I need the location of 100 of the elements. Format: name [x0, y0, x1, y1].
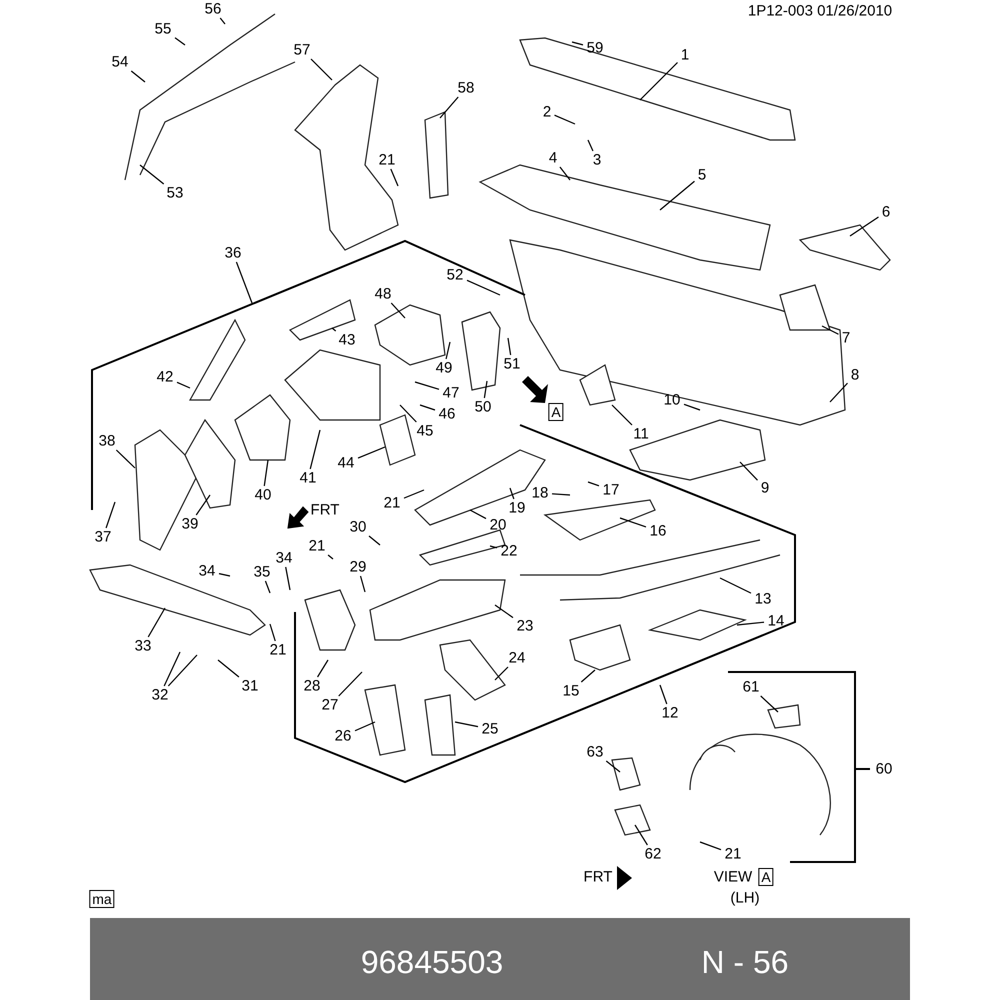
leader-line	[640, 62, 678, 100]
leader-line	[310, 430, 321, 470]
leader-line	[368, 536, 380, 546]
callout-number: 7	[842, 330, 850, 346]
callout-number: 51	[504, 356, 520, 372]
leader-line	[446, 342, 451, 360]
note-text: FRT	[310, 502, 340, 518]
callout-number: 24	[508, 650, 526, 666]
note-text: VIEW	[714, 870, 752, 884]
leader-line	[620, 517, 646, 528]
leader-line	[588, 481, 600, 486]
callout-number: 21	[378, 152, 396, 168]
callout-number: 47	[442, 386, 460, 400]
leader-line	[420, 404, 436, 411]
leader-line	[140, 164, 164, 184]
leader-line	[559, 166, 570, 180]
note-text: FRT	[584, 870, 612, 884]
leader-line	[484, 380, 488, 398]
leader-line	[176, 382, 190, 389]
leader-line	[736, 622, 764, 626]
leader-line	[606, 760, 620, 772]
note-text: (LH)	[730, 890, 760, 906]
leader-line	[440, 96, 459, 118]
callout-number: 63	[586, 744, 604, 760]
leader-line	[164, 652, 181, 686]
callout-number: 20	[490, 518, 506, 532]
note-text: 1P12-003 01/26/2010	[748, 4, 892, 18]
callout-number: 44	[338, 456, 354, 470]
leader-line	[218, 573, 230, 577]
leader-line	[454, 721, 478, 728]
leader-line	[760, 696, 778, 712]
leader-line	[659, 684, 668, 704]
callout-number: 2	[542, 104, 552, 120]
leader-line	[390, 302, 406, 318]
part-number-text: 96845503	[360, 946, 504, 978]
leader-line	[174, 37, 186, 46]
leader-line	[390, 168, 399, 186]
callout-number: 11	[633, 426, 649, 442]
callout-number: 62	[644, 846, 662, 862]
callout-number: 30	[350, 520, 366, 534]
leader-line	[830, 382, 848, 402]
leader-line	[414, 381, 440, 390]
leader-line	[285, 566, 291, 590]
callout-number: 48	[374, 286, 392, 302]
callout-number: 41	[300, 470, 316, 486]
leader-line	[850, 216, 879, 236]
callout-number: 50	[474, 400, 492, 414]
view-letter: ma	[89, 890, 115, 908]
leader-line	[106, 502, 116, 528]
callout-number: 21	[308, 538, 326, 554]
callout-number: 49	[436, 360, 452, 376]
leader-line	[490, 545, 498, 548]
leader-line	[317, 660, 329, 678]
callout-number: 40	[254, 488, 272, 502]
callout-number: 32	[152, 688, 168, 702]
leader-line	[660, 180, 695, 210]
callout-number: 35	[254, 564, 270, 580]
leader-line	[358, 446, 386, 459]
leader-line	[404, 489, 424, 499]
leader-line	[400, 404, 417, 422]
callout-number: 34	[276, 550, 292, 566]
leader-line	[634, 824, 648, 846]
view-letter: A	[548, 403, 564, 421]
leader-line	[264, 460, 269, 486]
callout-number: 21	[384, 496, 400, 510]
leader-line	[470, 509, 486, 520]
view-letter: A	[758, 868, 774, 886]
leader-line	[494, 666, 508, 680]
callout-number: 43	[338, 332, 356, 348]
leader-line	[360, 576, 366, 592]
leader-line	[168, 654, 198, 686]
callout-number: 39	[182, 516, 198, 532]
callout-number: 26	[334, 728, 352, 744]
callout-number: 8	[850, 368, 860, 382]
callout-number: 25	[482, 722, 498, 736]
leader-line	[572, 41, 584, 46]
callout-number: 21	[270, 642, 286, 658]
leader-line	[552, 493, 570, 496]
leader-line	[822, 325, 839, 335]
leader-line	[700, 841, 722, 850]
leader-line	[509, 488, 514, 500]
callout-number: 52	[446, 268, 464, 282]
leader-line	[264, 580, 271, 594]
leader-line	[218, 660, 240, 678]
callout-number: 4	[548, 150, 558, 166]
leader-line	[236, 262, 253, 304]
callout-number: 27	[322, 698, 338, 712]
callout-number: 5	[698, 168, 706, 182]
leader-line	[587, 140, 594, 152]
callout-number: 16	[650, 524, 666, 538]
leader-line	[554, 114, 576, 125]
leader-line	[338, 672, 362, 696]
callout-number: 14	[768, 614, 784, 628]
leader-line	[148, 608, 166, 638]
callout-number: 28	[304, 678, 320, 694]
leader-line	[684, 404, 700, 411]
leader-line	[130, 70, 146, 82]
leader-line	[720, 577, 752, 594]
callout-number: 60	[876, 762, 892, 776]
callout-number: 3	[592, 152, 602, 168]
